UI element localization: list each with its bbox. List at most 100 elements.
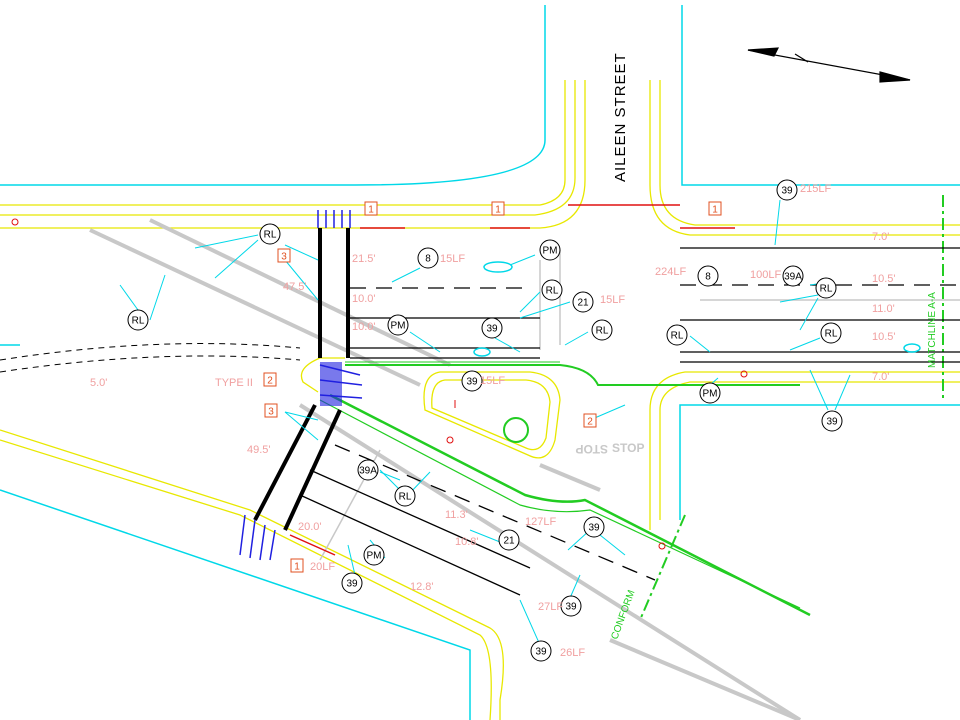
dimension-label: 15LF: [480, 375, 505, 387]
dimension-label: 10.5': [872, 273, 896, 285]
callout-circle: 39: [560, 595, 582, 617]
callout-circle: RL: [820, 322, 842, 344]
dimension-label: 224LF: [655, 266, 686, 278]
dimension-label: 27LF: [538, 601, 563, 613]
dimension-label: 47.5': [283, 281, 307, 293]
callout-circle-text: 39: [781, 186, 793, 197]
callout-circle: 8: [697, 265, 719, 287]
dimension-label: 10.0': [352, 321, 376, 333]
callout-circle-text: 39: [535, 647, 547, 658]
callout-circle-text: 39A: [359, 466, 377, 477]
dimension-label: 11.3': [445, 509, 468, 521]
callout-circle: RL: [394, 485, 416, 507]
callout-circle-text: PM: [703, 389, 718, 400]
callout-circle-text: 39: [466, 377, 478, 388]
callout-circle: 39: [530, 640, 552, 662]
dimension-label: 215LF: [800, 183, 831, 195]
callout-circle-text: PM: [543, 246, 558, 257]
dimension-label: 12.8': [410, 581, 434, 593]
callout-box-text: 3: [281, 252, 287, 263]
callout-circle-text: RL: [820, 284, 833, 295]
callout-circle: 39: [341, 572, 363, 594]
callout-box: 1: [708, 201, 722, 216]
new-curb-lines: [319, 195, 944, 621]
curb-lines: [0, 80, 960, 720]
callout-box: 3: [277, 248, 291, 263]
utility-markers: [11, 218, 748, 550]
callout-circle-text: RL: [596, 326, 609, 337]
dimension-label: 15LF: [440, 253, 465, 265]
dimension-label: 15LF: [600, 294, 625, 306]
callout-circle-text: PM: [391, 321, 406, 332]
callout-circle-text: 39: [565, 602, 577, 613]
callout-circle-text: RL: [132, 316, 145, 327]
callout-circle-text: RL: [671, 331, 684, 342]
callout-circle-text: RL: [546, 286, 559, 297]
callout-box: 1: [491, 201, 505, 216]
callout-circle-text: RL: [825, 329, 838, 340]
callout-box-text: 1: [495, 205, 501, 216]
callout-circle: RL: [259, 223, 281, 245]
callout-box: 1: [290, 558, 304, 573]
callout-circle: RL: [541, 279, 563, 301]
dimension-label: 10.8': [455, 536, 479, 548]
callout-circle: 21: [572, 291, 594, 313]
callout-circle: PM: [539, 239, 561, 261]
callout-circle-text: 39A: [784, 272, 802, 283]
callout-circle: 39: [583, 516, 605, 538]
north-arrow: [747, 47, 911, 83]
callout-box-text: 2: [267, 376, 273, 387]
dimension-label: 127LF: [525, 516, 556, 528]
callout-circle-text: 21: [577, 298, 589, 309]
dimension-label: 26LF: [560, 647, 585, 659]
red-curb-lines: [289, 204, 735, 556]
callout-circle: RL: [127, 309, 149, 331]
dimension-label: 100LF: [750, 269, 781, 281]
existing-pavement-lines: [89, 218, 802, 720]
stop-legend-b: STOP: [612, 441, 644, 455]
callout-circle-text: RL: [264, 230, 277, 241]
dimension-label: 5.0': [90, 377, 107, 389]
callout-circle: PM: [699, 382, 721, 404]
dimension-label: 10.5': [872, 331, 896, 343]
callout-box-text: 3: [268, 407, 274, 418]
callout-box: 1: [364, 201, 378, 216]
callout-circle: PM: [363, 544, 385, 566]
callout-box-text: 1: [368, 205, 374, 216]
island-tree: [503, 417, 529, 443]
dimension-label: 7.0': [872, 371, 889, 383]
dimension-label: 20LF: [310, 561, 335, 573]
callout-circle-text: 21: [503, 536, 515, 547]
callout-circle-text: PM: [367, 551, 382, 562]
matchline-label: MATCHLINE A-A: [927, 292, 938, 368]
callout-box: 3: [264, 403, 278, 418]
callout-circle-text: 39: [826, 417, 838, 428]
callout-circle-text: RL: [399, 492, 412, 503]
callout-circle: 39: [776, 179, 798, 201]
crosswalks: [253, 228, 350, 531]
callout-circle-text: 39: [588, 523, 600, 534]
callout-box-text: 2: [587, 417, 593, 428]
callout-circle-text: 8: [705, 272, 711, 283]
callout-circle: 39A: [357, 459, 379, 481]
callout-circle: 39A: [782, 265, 804, 287]
dimension-label: 10.0': [352, 293, 376, 305]
callout-circle: 21: [498, 529, 520, 551]
dimension-label: 49.5': [247, 444, 271, 456]
type-ii-label: TYPE II: [215, 377, 253, 389]
stop-legend-a: STOP: [576, 442, 608, 456]
callout-circle-text: 39: [486, 324, 498, 335]
callout-circle: RL: [591, 319, 613, 341]
callout-circle: RL: [815, 277, 837, 299]
right-of-way-lines: [0, 5, 960, 720]
callout-circle: RL: [666, 324, 688, 346]
callout-circle: 8: [417, 247, 439, 269]
dimension-labels: 21.5'47.5'10.0'10.0'7.0'10.5'11.0'10.5'7…: [90, 183, 896, 659]
callout-box-text: 1: [294, 562, 300, 573]
callout-circle-text: 39: [346, 579, 358, 590]
callout-circle: 39: [461, 370, 483, 392]
callout-circle: 39: [821, 410, 843, 432]
median-hatch-box: [320, 362, 342, 406]
